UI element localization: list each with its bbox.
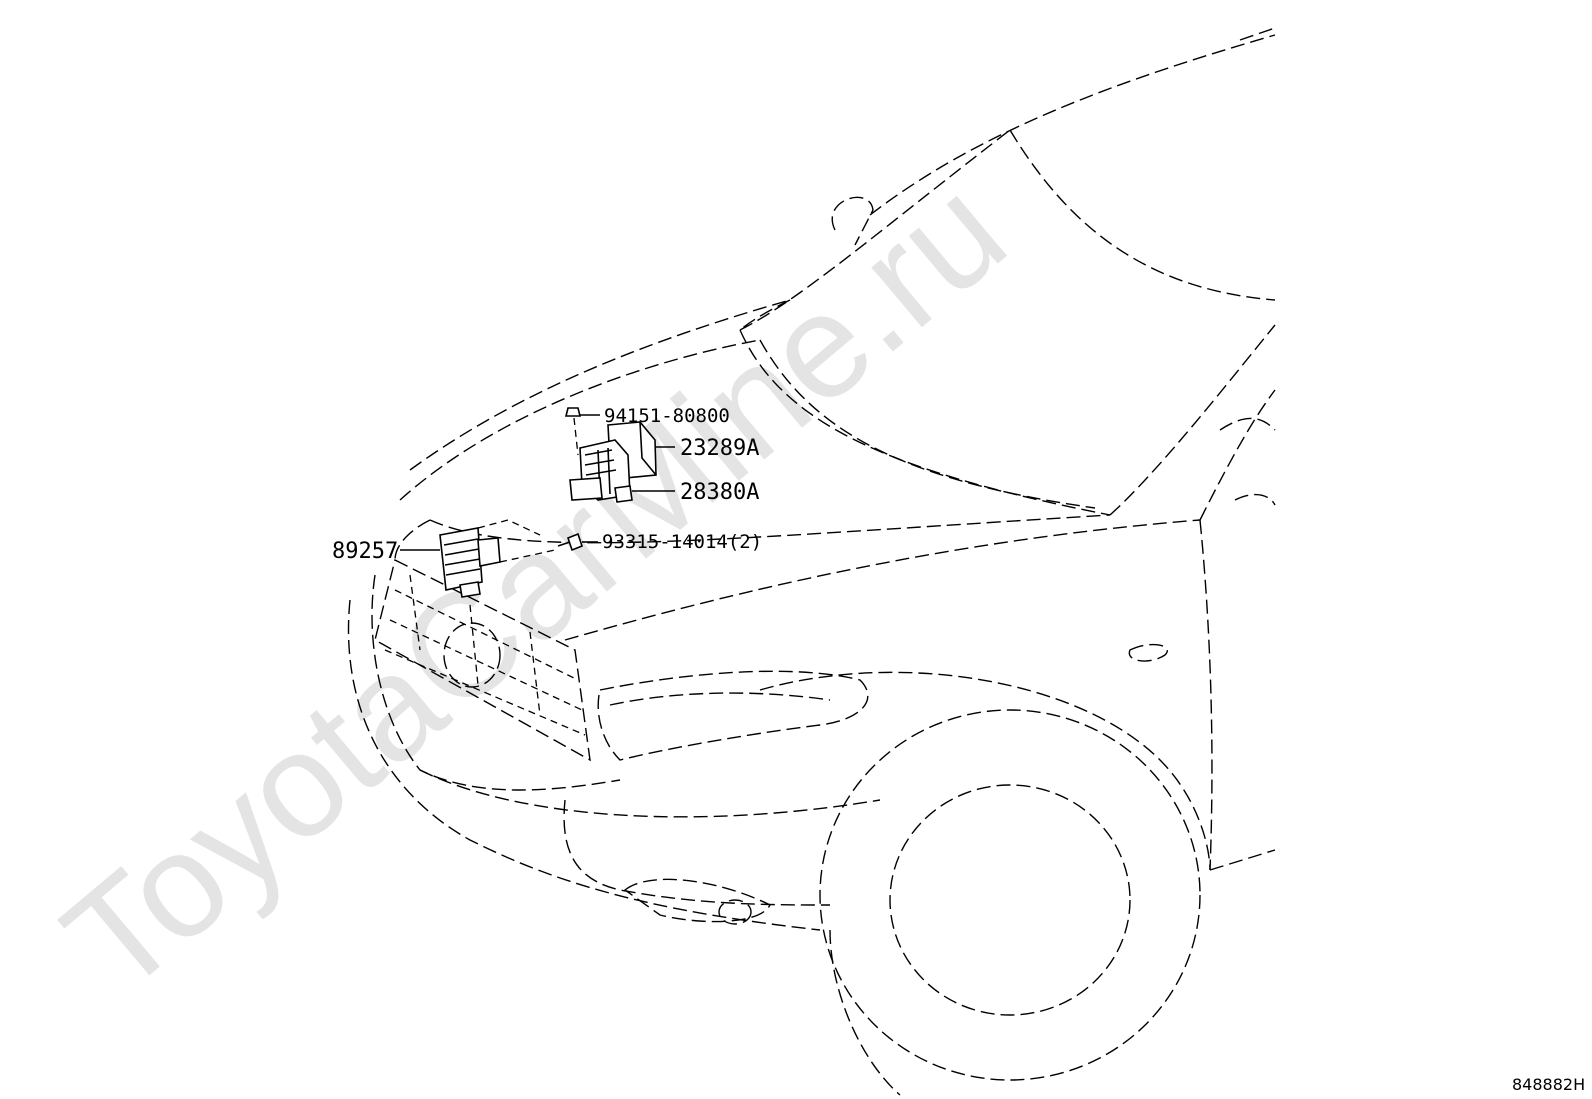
callout-23289A: 23289A bbox=[680, 436, 759, 461]
callout-28380A: 28380A bbox=[680, 480, 759, 505]
callout-94151-80800: 94151-80800 bbox=[604, 405, 730, 427]
bolt-part bbox=[557, 532, 598, 552]
vehicle-outline bbox=[347, 27, 1276, 1096]
control-unit-part bbox=[400, 519, 556, 598]
drawing-number: 848882H bbox=[1512, 1075, 1585, 1094]
watermark: ToyotaCarMine.ru bbox=[35, 147, 1036, 1024]
bracket-part bbox=[569, 439, 675, 503]
callout-93315-14014: 93315-14014(2) bbox=[602, 531, 762, 553]
callout-89257: 89257 bbox=[332, 539, 398, 564]
nut-part bbox=[564, 407, 600, 456]
